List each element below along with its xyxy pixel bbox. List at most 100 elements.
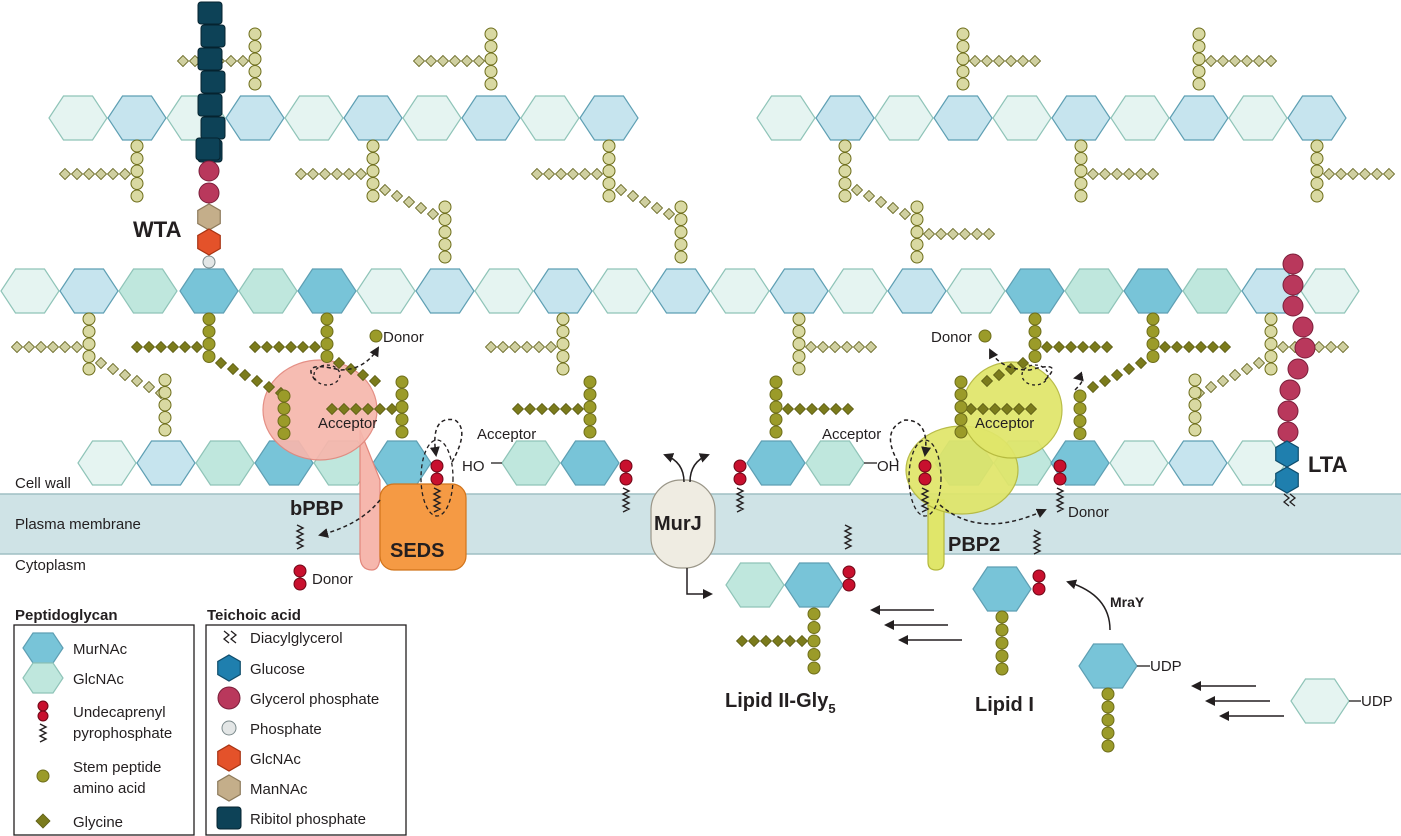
glycine: [58, 340, 72, 354]
stem-peptide-amino-acid: [130, 177, 144, 190]
glycerol-phosphate-icon: [217, 686, 241, 710]
undecaprenyl-icon: [37, 710, 49, 722]
stem-peptide-amino-acid: [1073, 414, 1087, 428]
murnac-sugar: [1050, 440, 1110, 486]
glycine: [1252, 54, 1266, 68]
glcnac-sugar: [356, 268, 416, 314]
donor-release-arrow: [318, 499, 381, 538]
stem-peptide-amino-acid: [248, 52, 262, 66]
stem-peptide-amino-acid: [158, 423, 172, 437]
glycine: [958, 227, 972, 241]
glycine: [968, 54, 982, 68]
stem-peptide-amino-acid: [954, 400, 968, 414]
glycerol-phosphate: [1282, 253, 1304, 275]
glycine: [214, 356, 228, 370]
murnac-sugar: [933, 95, 993, 141]
label-pbp2: PBP2: [948, 534, 1000, 556]
glcnac: [197, 228, 221, 256]
glcnac-sugar: [1290, 678, 1350, 724]
undecaprenyl-icon: [37, 700, 49, 712]
label-udp-1: UDP: [1150, 658, 1182, 675]
stem-peptide-amino-acid: [792, 312, 806, 326]
glycine: [118, 167, 132, 181]
glycine: [260, 340, 274, 354]
glycine: [1086, 380, 1100, 394]
stem-peptide-amino-acid: [1188, 386, 1202, 399]
pyrophosphate: [842, 578, 856, 592]
mannac-icon: [217, 774, 241, 802]
glcnac-sugar: [1182, 268, 1242, 314]
glcnac-sugar: [946, 268, 1006, 314]
bpbp-stalk: [359, 429, 381, 571]
stem-peptide-amino-acid: [202, 350, 216, 363]
glycine: [306, 167, 320, 181]
pyrophosphate: [1053, 472, 1067, 486]
stem-peptide-amino-acid: [838, 164, 852, 178]
glycine: [535, 402, 549, 416]
murnac-sugar: [297, 268, 357, 314]
stem-peptide-amino-acid: [438, 200, 452, 214]
glycine: [142, 380, 156, 394]
undecaprenyl-chain: [735, 487, 745, 513]
stem-peptide-amino-acid: [956, 52, 970, 66]
glcnac-sugar: [474, 268, 534, 314]
glycine: [342, 167, 356, 181]
stem-peptide-amino-acid: [320, 312, 334, 326]
stem-peptide-amino-acid: [484, 27, 498, 41]
stem-peptide-amino-acid: [556, 362, 570, 376]
stem-peptide-amino-acid: [438, 250, 452, 264]
glycine: [781, 402, 795, 416]
undecaprenyl-chain: [432, 487, 442, 513]
stem-peptide-amino-acid: [1146, 337, 1160, 351]
stem-peptide-amino-acid: [910, 225, 924, 239]
glycine: [1088, 340, 1102, 354]
glycine: [1228, 368, 1242, 382]
glycine: [841, 402, 855, 416]
glycine: [178, 340, 192, 354]
phosphate: [202, 255, 216, 269]
glcnac-sugar: [402, 95, 462, 141]
stem-peptide-amino-acid: [792, 325, 806, 338]
wall-teichoic-acid: [195, 1, 226, 269]
stem-peptide-amino-acid: [1146, 325, 1160, 338]
stem-peptide-amino-acid: [910, 213, 924, 226]
stem-peptide-amino-acid: [1264, 312, 1278, 326]
glycine: [662, 207, 676, 221]
glycine: [735, 634, 749, 648]
glycine: [318, 167, 332, 181]
glucose-icon: [217, 654, 241, 682]
glycine: [970, 227, 984, 241]
stem-peptide-amino-acid: [1188, 423, 1202, 437]
stem-peptide-amino-acid: [838, 189, 852, 203]
glcnac-sugar: [1064, 268, 1124, 314]
stem-peptide-amino-acid: [366, 189, 380, 203]
mature-peptidoglycan-layers: [0, 1, 1396, 507]
glycine: [532, 340, 546, 354]
stem-peptide-amino-acid: [1264, 362, 1278, 376]
glcnac-sugar: [1110, 95, 1170, 141]
stem-peptide-amino-acid: [82, 337, 96, 351]
stem-peptide-amino-acid: [158, 411, 172, 424]
glycine: [1206, 340, 1220, 354]
stem-peptide-amino-acid: [1192, 65, 1206, 78]
label-donor-3: Donor: [312, 571, 353, 588]
glycine: [354, 167, 368, 181]
stem-peptide-amino-acid: [556, 337, 570, 351]
glycine: [349, 402, 363, 416]
glycine: [1098, 374, 1112, 388]
label-wta: WTA: [133, 217, 182, 242]
glucose: [1275, 440, 1299, 468]
glycine: [1000, 402, 1014, 416]
glcnac-sugar: [805, 440, 865, 486]
stem-peptide-amino-acid: [602, 189, 616, 203]
legend-label-diacylglycerol: Diacylglycerol: [250, 630, 343, 647]
glycine: [759, 634, 773, 648]
glycine: [946, 227, 960, 241]
stem-peptide-amino-acid: [1074, 164, 1088, 178]
mannac: [197, 203, 221, 231]
glycine: [238, 368, 252, 382]
label-acceptor-3: Acceptor: [822, 426, 881, 443]
label-cytoplasm: Cytoplasm: [15, 557, 86, 574]
legend-label-stem-peptide: Stem peptide: [73, 759, 161, 776]
ribitol-phosphate: [197, 93, 223, 117]
